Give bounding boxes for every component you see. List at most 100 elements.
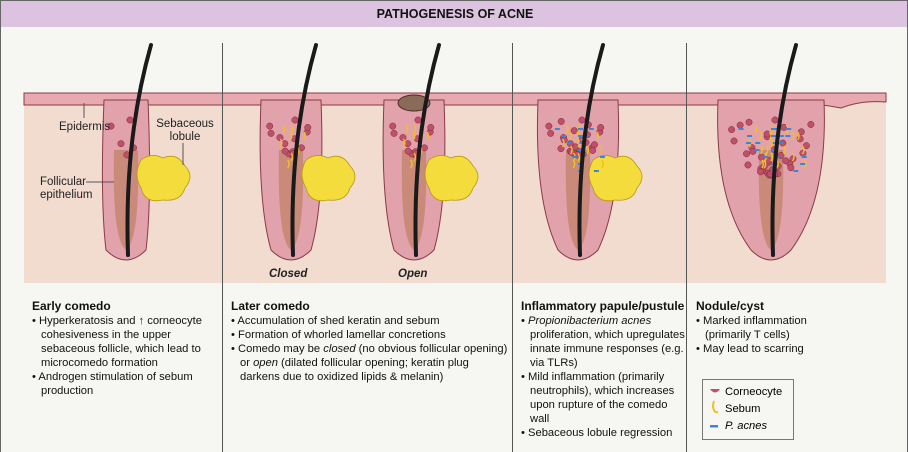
- p-acnes-icon: [709, 420, 725, 432]
- sebum: [770, 138, 774, 148]
- bullet: Sebaceous lobule regression: [521, 426, 686, 440]
- p-acnes: [746, 142, 752, 144]
- corneocyte: [399, 134, 407, 142]
- p-acnes: [771, 149, 776, 151]
- sebum: [765, 145, 769, 155]
- p-acnes: [801, 156, 807, 158]
- sebum: [770, 152, 774, 162]
- sebum: [412, 131, 416, 141]
- corneocyte: [427, 124, 435, 131]
- sebum: [754, 124, 758, 134]
- corneocyte: [744, 161, 752, 169]
- p-acnes: [593, 170, 599, 172]
- sebum: [402, 138, 406, 148]
- divider: [512, 43, 513, 452]
- sebum: [287, 159, 290, 169]
- corneocyte: [390, 129, 398, 137]
- bullet: Mild inflammation (primarily neutrophils…: [521, 370, 686, 426]
- stage-heading: Later comedo: [231, 299, 310, 313]
- keratin-plug: [397, 94, 431, 112]
- sebum: [561, 138, 565, 148]
- sebum: [577, 152, 581, 162]
- sebum: [586, 145, 590, 155]
- figure-title: PATHOGENESIS OF ACNE: [1, 0, 907, 27]
- sebum: [303, 131, 307, 141]
- sebum: [791, 152, 795, 162]
- bullet: Propionibacterium acnes proliferation, w…: [521, 314, 686, 370]
- corneocyte: [807, 121, 815, 128]
- p-acnes: [566, 142, 572, 144]
- hair-shaft: [125, 43, 153, 257]
- corneocyte: [117, 140, 125, 148]
- p-acnes: [588, 128, 594, 130]
- p-acnes: [785, 135, 791, 137]
- open-comedo-caption: Open: [398, 268, 428, 280]
- sebum: [596, 131, 600, 141]
- sebum: [413, 124, 417, 134]
- p-acnes: [738, 128, 744, 130]
- bullet: Hyperkeratosis and ↑ corneocyte cohesive…: [32, 314, 217, 370]
- sebum-icon: [709, 400, 725, 417]
- corneocyte: [126, 116, 134, 124]
- corneocyte: [266, 122, 274, 130]
- corneocyte: [589, 146, 597, 154]
- sebum: [601, 159, 604, 169]
- legend-item: Sebum: [709, 400, 793, 417]
- corneocyte-icon: [709, 386, 725, 398]
- sebum: [279, 138, 283, 148]
- legend-item: P. acnes: [709, 417, 793, 434]
- sebum: [410, 159, 413, 169]
- epidermis-label: Epidermis: [59, 121, 111, 133]
- p-acnes: [778, 135, 784, 137]
- p-acnes: [747, 135, 753, 137]
- divider: [686, 43, 687, 452]
- bullet: Androgen stimulation of sebum production: [32, 370, 217, 398]
- sebaceous-lobule: [136, 155, 191, 202]
- stage-early-comedo: Early comedo Hyperkeratosis and ↑ corneo…: [32, 299, 217, 398]
- corneocyte: [782, 157, 790, 165]
- p-acnes: [755, 142, 761, 144]
- stage-later-comedo: Later comedo Accumulation of shed kerati…: [231, 299, 509, 384]
- hair-shaft: [577, 43, 605, 257]
- sebum: [761, 159, 765, 169]
- sebum: [803, 159, 807, 169]
- corneocyte: [802, 142, 810, 150]
- sebum: [569, 131, 573, 141]
- legend-item: Corneocyte: [709, 383, 793, 400]
- p-acnes: [572, 156, 578, 158]
- p-acnes: [762, 156, 768, 158]
- corneocyte: [771, 116, 779, 124]
- sebum: [289, 131, 293, 141]
- bullet: Marked inflammation (primarily T cells): [696, 314, 846, 342]
- hair-shaft: [770, 43, 798, 257]
- sebum: [783, 145, 787, 155]
- corneocyte: [291, 116, 299, 124]
- stage-nodule-cyst: Nodule/cyst Marked inflammation (primari…: [696, 299, 846, 356]
- p-acnes: [778, 142, 784, 144]
- stage-heading: Nodule/cyst: [696, 299, 765, 313]
- corneocyte: [570, 127, 578, 135]
- corneocyte: [591, 141, 598, 149]
- corneocyte: [389, 122, 397, 130]
- p-acnes: [771, 135, 776, 137]
- sebaceous-lobule: [588, 155, 643, 202]
- p-acnes: [578, 135, 583, 137]
- corneocyte: [730, 137, 738, 145]
- sebum: [290, 152, 294, 162]
- corneocyte: [757, 168, 764, 176]
- sebum: [791, 131, 795, 141]
- follicular-epithelium-label: Follicular epithelium: [40, 176, 93, 201]
- p-acnes: [786, 128, 792, 130]
- stage-heading: Early comedo: [32, 299, 111, 313]
- corneocyte: [745, 118, 753, 126]
- hair-shaft: [290, 43, 318, 257]
- sebaceous-lobule: [301, 155, 356, 202]
- sebum: [796, 131, 800, 141]
- sebaceous-lobule-label: Sebaceous lobule: [156, 118, 214, 143]
- corneocyte: [267, 129, 275, 137]
- corneocyte: [597, 124, 605, 131]
- sebum: [413, 152, 417, 162]
- corneocyte: [736, 121, 744, 129]
- bullet: Formation of whorled lamellar concretion…: [231, 328, 509, 342]
